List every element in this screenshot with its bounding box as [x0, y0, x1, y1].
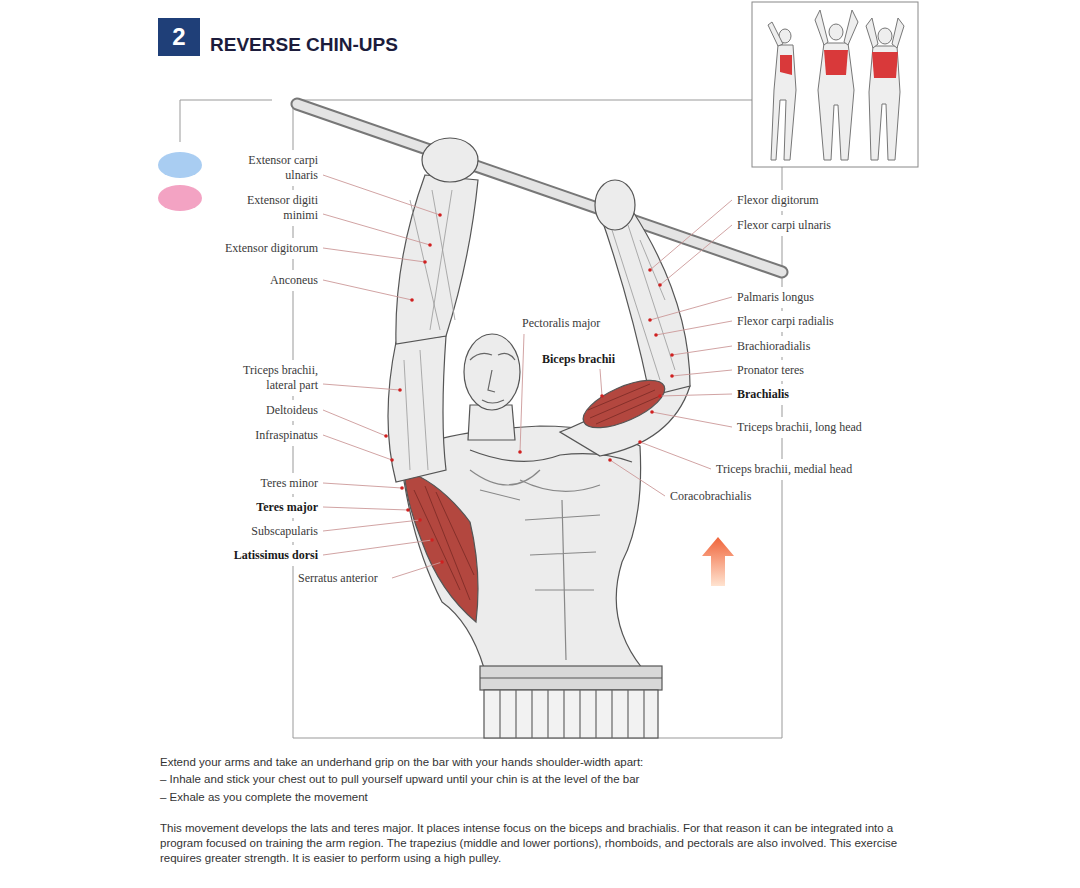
pink-swatch [158, 185, 202, 211]
description-text: – Exhale as you complete the movement [160, 790, 368, 805]
muscle-label: Brachialis [737, 387, 789, 402]
leader-lines [323, 175, 732, 578]
muscle-label: Anconeus [270, 273, 318, 288]
frame-top [293, 100, 752, 101]
muscle-label: Pronator teres [737, 363, 804, 378]
frame-side [293, 291, 294, 360]
frame-side [782, 167, 783, 190]
muscle-label: Latissimus dorsi [234, 548, 318, 563]
muscle-label: Serratus anterior [298, 571, 378, 586]
muscle-label: Triceps brachii, lateral part [223, 363, 318, 393]
description-text: Extend your arms and take an underhand g… [160, 755, 643, 770]
page-title: REVERSE CHIN-UPS [210, 34, 398, 56]
muscle-label: Infraspinatus [255, 428, 318, 443]
frame-side [782, 236, 783, 287]
description-text: This movement develops the lats and tere… [160, 821, 922, 866]
blue-swatch [158, 152, 202, 178]
number-box: 2 [158, 18, 200, 56]
frame-side [782, 332, 783, 336]
muscle-label: Pectoralis major [520, 316, 602, 331]
bracket-line [180, 100, 272, 142]
chin-up-bar-highlight [297, 104, 782, 272]
frame-side [293, 421, 294, 425]
muscle-label: Teres major [256, 500, 318, 515]
frame-side [782, 357, 783, 360]
muscle-label: Flexor carpi radialis [737, 314, 834, 329]
frame-side [293, 566, 294, 738]
muscle-label: Teres minor [261, 476, 318, 491]
frame-side [293, 259, 294, 270]
frame-side [293, 542, 294, 545]
athlete-figure [388, 138, 690, 738]
inset-figures [752, 2, 918, 167]
frame-side [293, 396, 294, 400]
frame-side [782, 405, 783, 417]
muscle-label: Triceps brachii, long head [737, 420, 862, 435]
frame-side [782, 308, 783, 311]
muscle-label: Subscapularis [251, 524, 318, 539]
exercise-number: 2 [172, 23, 185, 51]
direction-arrow [702, 537, 734, 586]
muscle-label: Triceps brachii, medial head [716, 462, 852, 477]
frame-side [782, 480, 783, 738]
frame-side [782, 438, 783, 459]
frame-side [293, 446, 294, 473]
frame-side [782, 211, 783, 215]
muscle-label: Biceps brachii [540, 352, 617, 367]
chin-up-bar [297, 104, 782, 272]
muscle-dots [384, 213, 674, 564]
muscle-label: Flexor digitorum [737, 193, 819, 208]
muscle-label: Brachioradialis [737, 339, 810, 354]
muscle-label: Extensor digiti minimi [243, 193, 318, 223]
frame-side [293, 226, 294, 238]
muscle-label: Coracobrachialis [670, 489, 751, 504]
muscle-label: Palmaris longus [737, 290, 814, 305]
muscle-label: Extensor digitorum [225, 241, 318, 256]
frame-side [293, 494, 294, 497]
muscle-label: Extensor carpi ulnaris [243, 153, 318, 183]
frame-side [293, 518, 294, 521]
description-text: – Inhale and stick your chest out to pul… [160, 772, 639, 787]
muscle-label: Flexor carpi ulnaris [737, 218, 831, 233]
frame-side [293, 186, 294, 190]
frame-side [782, 381, 783, 384]
muscle-label: Deltoideus [266, 403, 318, 418]
